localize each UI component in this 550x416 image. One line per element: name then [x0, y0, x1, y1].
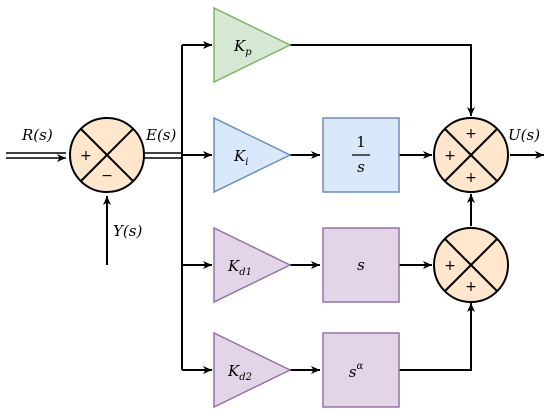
- gain-kd2: Kd2: [213, 331, 292, 409]
- main-summing-junction: + + +: [433, 117, 509, 193]
- control-output-label: U(s): [508, 126, 540, 144]
- dsum-bottom-sign: +: [465, 279, 477, 295]
- error-signal-wire: [144, 152, 182, 159]
- gain-kd1: Kd1: [213, 226, 292, 304]
- main-sum-left-sign: +: [444, 148, 456, 164]
- gain-ki: Ki: [213, 116, 292, 194]
- input-sum-minus-sign: −: [101, 168, 113, 184]
- fractional-derivative-block: sα: [322, 332, 400, 408]
- svg-text:s: s: [357, 158, 365, 176]
- svg-text:Kp: Kp: [233, 37, 252, 58]
- integrator-block: 1 s: [322, 117, 400, 193]
- main-sum-top-sign: +: [465, 126, 477, 142]
- wire-fractional-to-sum: [399, 303, 475, 371]
- input-signal-wire: [6, 152, 66, 162]
- svg-text:Ki: Ki: [233, 147, 248, 168]
- main-sum-bottom-sign: +: [465, 170, 477, 186]
- error-label: E(s): [145, 126, 176, 144]
- svg-text:Kd2: Kd2: [227, 362, 252, 383]
- feedback-label: Y(s): [113, 222, 142, 240]
- svg-text:1: 1: [356, 133, 366, 151]
- gain-kp: Kp: [213, 6, 292, 84]
- svg-text:Kd1: Kd1: [227, 257, 252, 278]
- svg-text:sα: sα: [349, 361, 364, 381]
- derivative-summing-junction: + +: [433, 227, 509, 303]
- svg-text:s: s: [357, 256, 365, 274]
- dsum-left-sign: +: [444, 258, 456, 274]
- input-sum-plus-sign: +: [80, 148, 92, 164]
- wire-kp-to-sum: [290, 44, 475, 116]
- derivative-block: s: [322, 227, 400, 303]
- reference-label: R(s): [21, 126, 53, 144]
- input-summing-junction: + −: [69, 117, 145, 193]
